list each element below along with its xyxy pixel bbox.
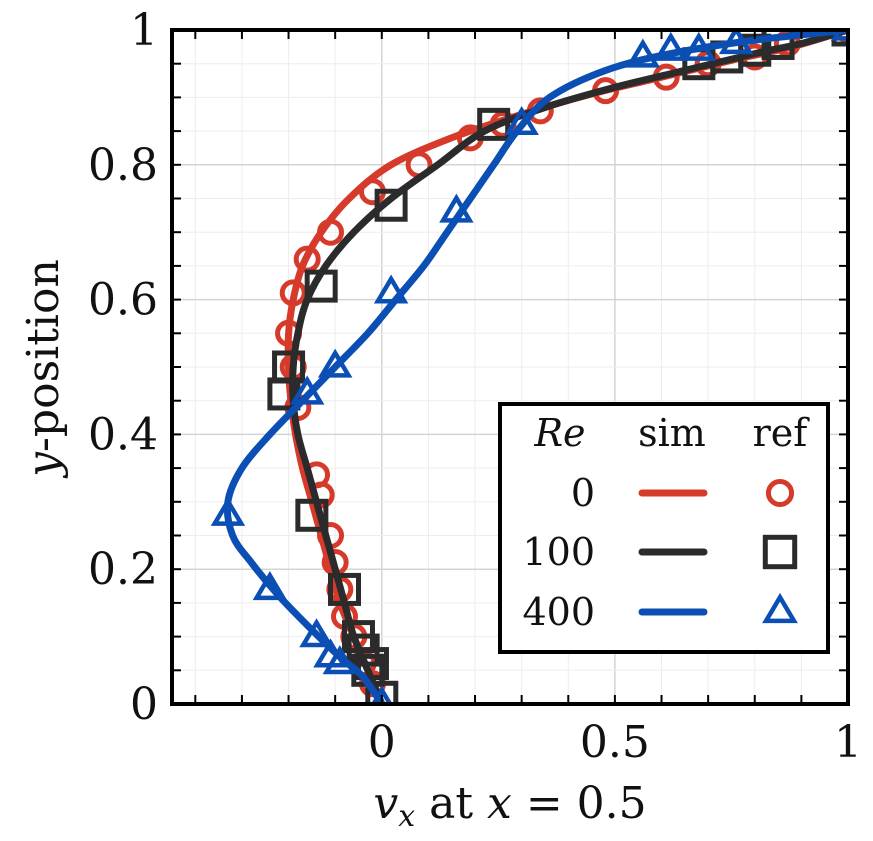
- ref-marker-re-0: [317, 218, 345, 246]
- series-re-100: [267, 30, 848, 704]
- ref-marker-re-100: [341, 620, 375, 654]
- ref-marker-re-100: [327, 572, 361, 606]
- legend-rows: 0 100 400: [522, 471, 798, 634]
- legend-marker-re-0: [765, 478, 795, 508]
- ref-marker-re-400: [252, 571, 288, 601]
- legend-marker-re-100: [762, 534, 798, 570]
- legend-label-re-400: 400: [522, 590, 595, 634]
- y-tick-label: 0.6: [88, 275, 158, 326]
- x-axis-title: vx at x = 0.5: [373, 778, 646, 834]
- y-tick-label: 0.4: [88, 409, 158, 460]
- y-axis-title: y-position: [18, 259, 69, 479]
- series-re-400: [210, 30, 848, 704]
- legend-header-ref: ref: [753, 411, 811, 455]
- legend-marker-re-400: [762, 592, 798, 624]
- ref-marker-re-400: [370, 685, 393, 704]
- ref-marker-re-400: [718, 30, 754, 55]
- ref-marker-re-400: [625, 38, 661, 68]
- ref-marker-re-400: [322, 645, 358, 675]
- x-tick-label: 0.5: [580, 717, 650, 768]
- x-tick-label: 1: [834, 717, 862, 768]
- series-layer: [210, 30, 848, 704]
- legend-header-re: Re: [533, 411, 585, 455]
- ref-marker-re-400: [439, 193, 474, 223]
- legend-label-re-0: 0: [571, 471, 595, 515]
- y-tick-label: 0.8: [88, 140, 158, 191]
- y-tick-label: 1: [130, 5, 158, 56]
- ref-marker-re-100: [374, 188, 408, 222]
- ref-marker-re-400: [299, 618, 334, 648]
- y-tick-label: 0: [130, 679, 158, 730]
- x-tick-label: 0: [368, 717, 396, 768]
- y-tick-label: 0.2: [88, 544, 158, 595]
- legend-label-re-100: 100: [522, 530, 595, 574]
- ref-marker-re-100: [477, 107, 511, 141]
- ref-marker-re-400: [653, 31, 689, 61]
- ref-marker-re-400: [210, 496, 246, 526]
- y-ticks: 0 0.2 0.4 0.6 0.8 1: [88, 5, 848, 730]
- ref-marker-re-100: [295, 498, 329, 532]
- ref-marker-re-100: [304, 269, 338, 303]
- ref-marker-re-400: [504, 105, 539, 136]
- ref-marker-re-400: [313, 638, 348, 668]
- legend: Re sim ref 0 100 400: [498, 402, 830, 654]
- ref-marker-re-400: [289, 375, 325, 405]
- sim-line-re-100: [289, 30, 848, 704]
- ref-marker-re-400: [681, 31, 717, 61]
- ref-marker-re-100: [761, 30, 795, 60]
- legend-header-sim: sim: [638, 411, 706, 455]
- ref-marker-re-100: [272, 350, 306, 384]
- ref-marker-re-400: [373, 274, 409, 304]
- ref-marker-re-0: [279, 279, 307, 307]
- ref-marker-re-400: [317, 348, 353, 378]
